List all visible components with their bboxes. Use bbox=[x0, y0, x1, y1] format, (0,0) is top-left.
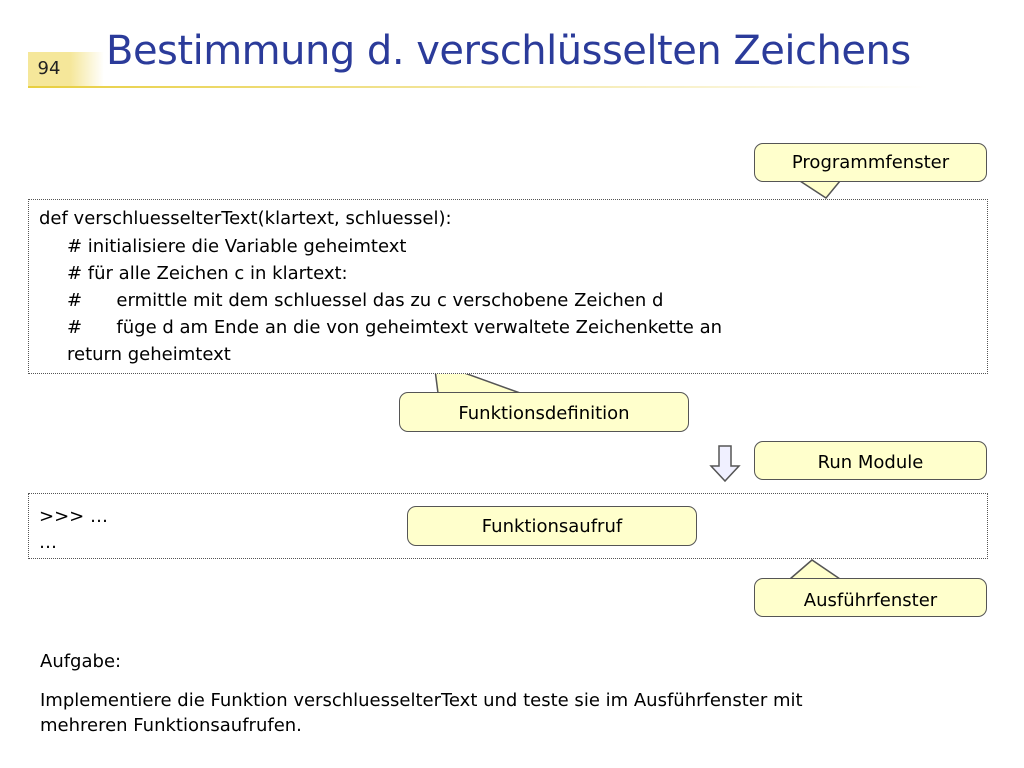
code-line-4: # ermittle mit dem schluessel das zu c v… bbox=[67, 290, 664, 311]
task-text-line-2: mehreren Funktionsaufrufen. bbox=[40, 715, 302, 736]
run-module-label: Run Module bbox=[817, 452, 924, 473]
shell-window[interactable]: >>> … … bbox=[28, 493, 988, 559]
code-line-1: def verschluesselterText(klartext, schlu… bbox=[39, 208, 452, 229]
programmfenster-label: Programmfenster bbox=[791, 152, 950, 173]
funktionsaufruf-label: Funktionsaufruf bbox=[481, 516, 623, 537]
title-rule bbox=[28, 86, 928, 88]
code-line-5: # füge d am Ende an die von geheimtext v… bbox=[67, 317, 723, 338]
task-heading: Aufgabe: bbox=[40, 651, 122, 672]
slide-number: 94 bbox=[28, 52, 70, 86]
ausfuehrfenster-callout: Ausführfenster bbox=[754, 578, 987, 617]
program-window[interactable]: def verschluesselterText(klartext, schlu… bbox=[28, 199, 988, 374]
funktionsaufruf-callout: Funktionsaufruf bbox=[407, 506, 697, 546]
task-text-line-1: Implementiere die Funktion verschluessel… bbox=[40, 690, 803, 711]
shell-line-1: >>> … bbox=[39, 506, 108, 527]
ausfuehrfenster-tail bbox=[787, 559, 843, 580]
title-accent bbox=[70, 52, 104, 86]
run-module-button[interactable]: Run Module bbox=[754, 441, 987, 480]
code-line-6: return geheimtext bbox=[67, 344, 231, 365]
slide-title: Bestimmung d. verschlüsselten Zeichens bbox=[106, 28, 911, 74]
shell-line-2: … bbox=[39, 532, 57, 553]
ausfuehrfenster-label: Ausführfenster bbox=[803, 590, 938, 611]
funktionsdefinition-label: Funktionsdefinition bbox=[458, 403, 630, 424]
code-line-3: # für alle Zeichen c in klartext: bbox=[67, 263, 348, 284]
down-arrow-icon bbox=[709, 445, 741, 483]
programmfenster-callout: Programmfenster bbox=[754, 143, 987, 182]
funktionsdefinition-callout: Funktionsdefinition bbox=[399, 392, 689, 432]
programmfenster-tail bbox=[797, 180, 842, 199]
code-line-2: # initialisiere die Variable geheimtext bbox=[67, 236, 407, 257]
